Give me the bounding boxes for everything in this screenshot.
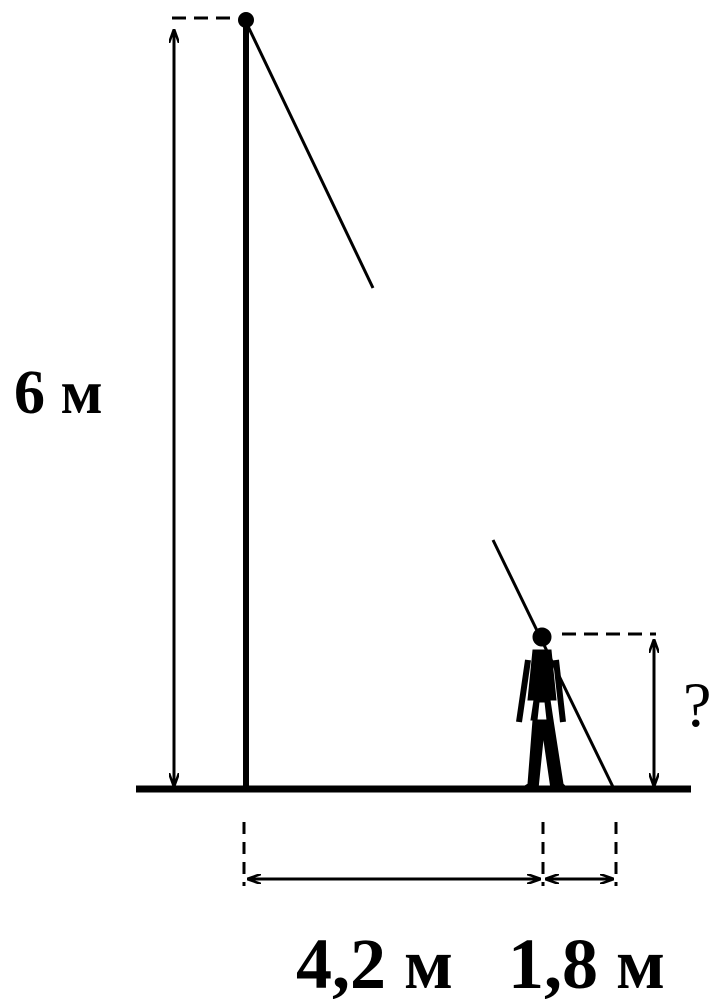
lamp-height-label: 6 м bbox=[14, 359, 103, 427]
distance-label: 4,2 м bbox=[296, 924, 453, 999]
person-height-label: ? bbox=[683, 669, 711, 740]
lamp-light bbox=[238, 12, 254, 28]
shadow-length-label: 1,8 м bbox=[508, 924, 665, 999]
light-ray-upper bbox=[244, 21, 375, 289]
person-figure bbox=[516, 627, 570, 790]
